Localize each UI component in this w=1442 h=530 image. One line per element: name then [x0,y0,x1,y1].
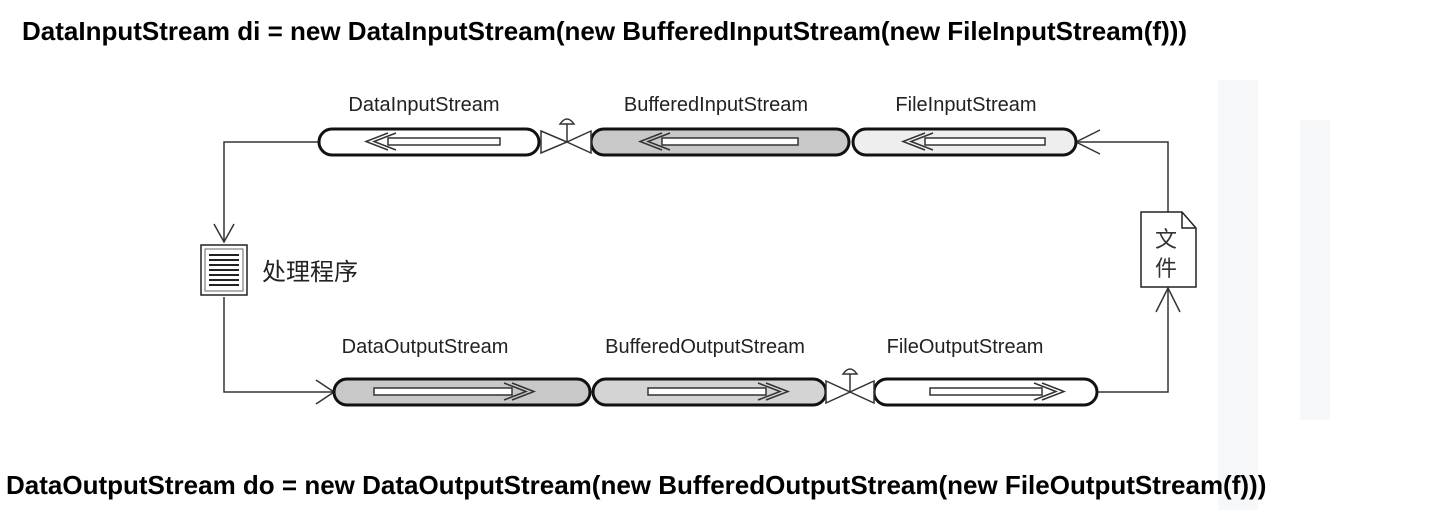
file-label-char-1: 文 [1155,228,1177,253]
program-document-icon [200,244,248,296]
pipe-data-output-stream [332,377,592,407]
valve-input-icon [540,118,592,155]
label-data-input-stream: DataInputStream [348,94,499,116]
line-program-arrowhead [213,223,235,244]
pipe-buffered-input-stream [589,127,851,157]
file-icon [1140,211,1197,288]
input-stream-code-line: DataInputStream di = new DataInputStream… [22,16,1188,46]
line-file-to-input [1076,141,1169,228]
line-program-to-output [223,297,334,393]
input-pipe-row [317,118,1078,157]
flow-lines [213,129,1181,405]
background-watermark [1218,80,1330,510]
output-pipe-row [332,368,1099,407]
label-data-output-stream: DataOutputStream [342,336,509,358]
pipe-data-input-stream [317,127,541,157]
pipe-file-output-stream [872,377,1099,407]
file-label-char-2: 件 [1155,257,1177,282]
pipe-file-input-stream [851,127,1078,157]
line-input-to-program [223,141,318,242]
valve-output-icon [825,368,875,405]
output-stream-code-line: DataOutputStream do = new DataOutputStre… [6,470,1267,500]
label-file-output-stream: FileOutputStream [887,336,1044,358]
line-output-to-file [1097,288,1169,393]
label-file-input-stream: FileInputStream [895,94,1036,116]
program-label: 处理程序 [262,258,358,286]
line-file-arrowhead [1155,286,1181,313]
pipe-buffered-output-stream [591,377,828,407]
label-buffered-input-stream: BufferedInputStream [624,94,808,116]
label-buffered-output-stream: BufferedOutputStream [605,336,805,358]
